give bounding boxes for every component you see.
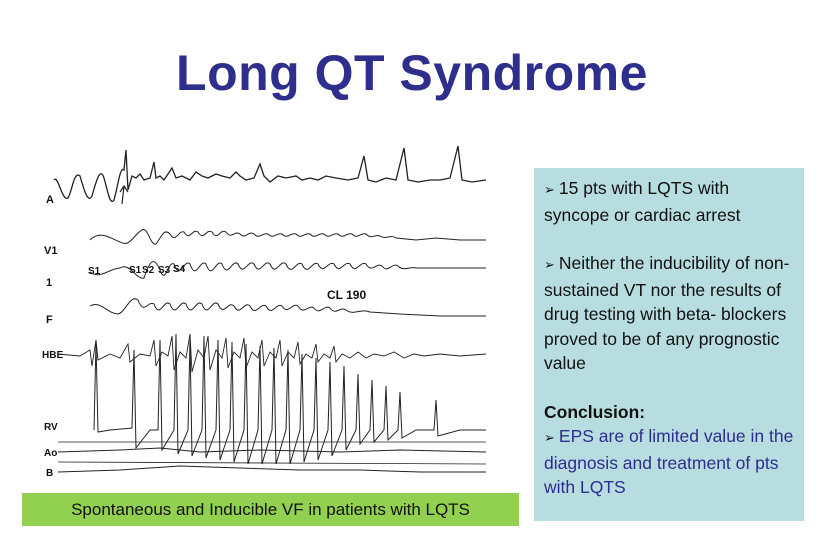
bullet-patients: ➢15 pts with LQTS with syncope or cardia…: [544, 176, 796, 227]
conclusion-heading: Conclusion:: [544, 401, 646, 422]
trace-lead-hbe: [57, 333, 487, 373]
bullet-arrow-icon: ➢: [544, 182, 555, 197]
bullet-inducibility: ➢Neither the inducibility of non-sustain…: [544, 251, 796, 376]
stim-label-s4: S4: [173, 264, 186, 275]
figure-caption: Spontaneous and Inducible VF in patients…: [22, 493, 519, 526]
bullet-patients-text: 15 pts with LQTS with syncope or cardiac…: [544, 178, 741, 225]
stim-label-s2: S2: [142, 265, 155, 276]
findings-box: ➢15 pts with LQTS with syncope or cardia…: [534, 168, 804, 521]
trace-lead-a: [53, 145, 487, 203]
slide-title: Long QT Syndrome: [176, 45, 648, 101]
cycle-length-label: CL 190: [327, 288, 366, 302]
trace-lead-v1: [89, 229, 486, 245]
bullet-arrow-icon: ➢: [544, 257, 555, 272]
lead-label-hbe: HBE: [42, 350, 63, 361]
arrow-marker: [119, 184, 129, 205]
stim-label-s1-first: S1: [88, 266, 101, 277]
trace-lead-rv: [93, 333, 486, 465]
bullet-conclusion-text: EPS are of limited value in the diagnosi…: [544, 426, 794, 497]
lead-label-1: 1: [46, 277, 52, 289]
trace-lead-f: [89, 298, 486, 317]
stim-label-s1: S1: [129, 265, 142, 276]
trace-lead-ao: [57, 447, 487, 453]
lead-label-v1: V1: [44, 245, 57, 257]
lead-label-b: B: [46, 468, 53, 479]
bullet-inducibility-text: Neither the inducibility of non-sustaine…: [544, 253, 790, 373]
ecg-tracing-image: A V1 1 F HBE RV Ao B S1 S1 S2 S3 S4 CL 1…: [42, 145, 487, 479]
trace-lead-1: [89, 261, 486, 279]
trace-baseline: [57, 441, 487, 465]
lead-label-f: F: [46, 314, 53, 326]
trace-lead-b: [57, 465, 486, 473]
stim-label-s3: S3: [158, 265, 171, 276]
lead-label-a: A: [46, 194, 54, 206]
bullet-conclusion: ➢EPS are of limited value in the diagnos…: [544, 424, 796, 500]
bullet-arrow-icon: ➢: [544, 430, 555, 445]
lead-label-ao: Ao: [44, 448, 57, 459]
lead-label-rv: RV: [44, 422, 58, 433]
